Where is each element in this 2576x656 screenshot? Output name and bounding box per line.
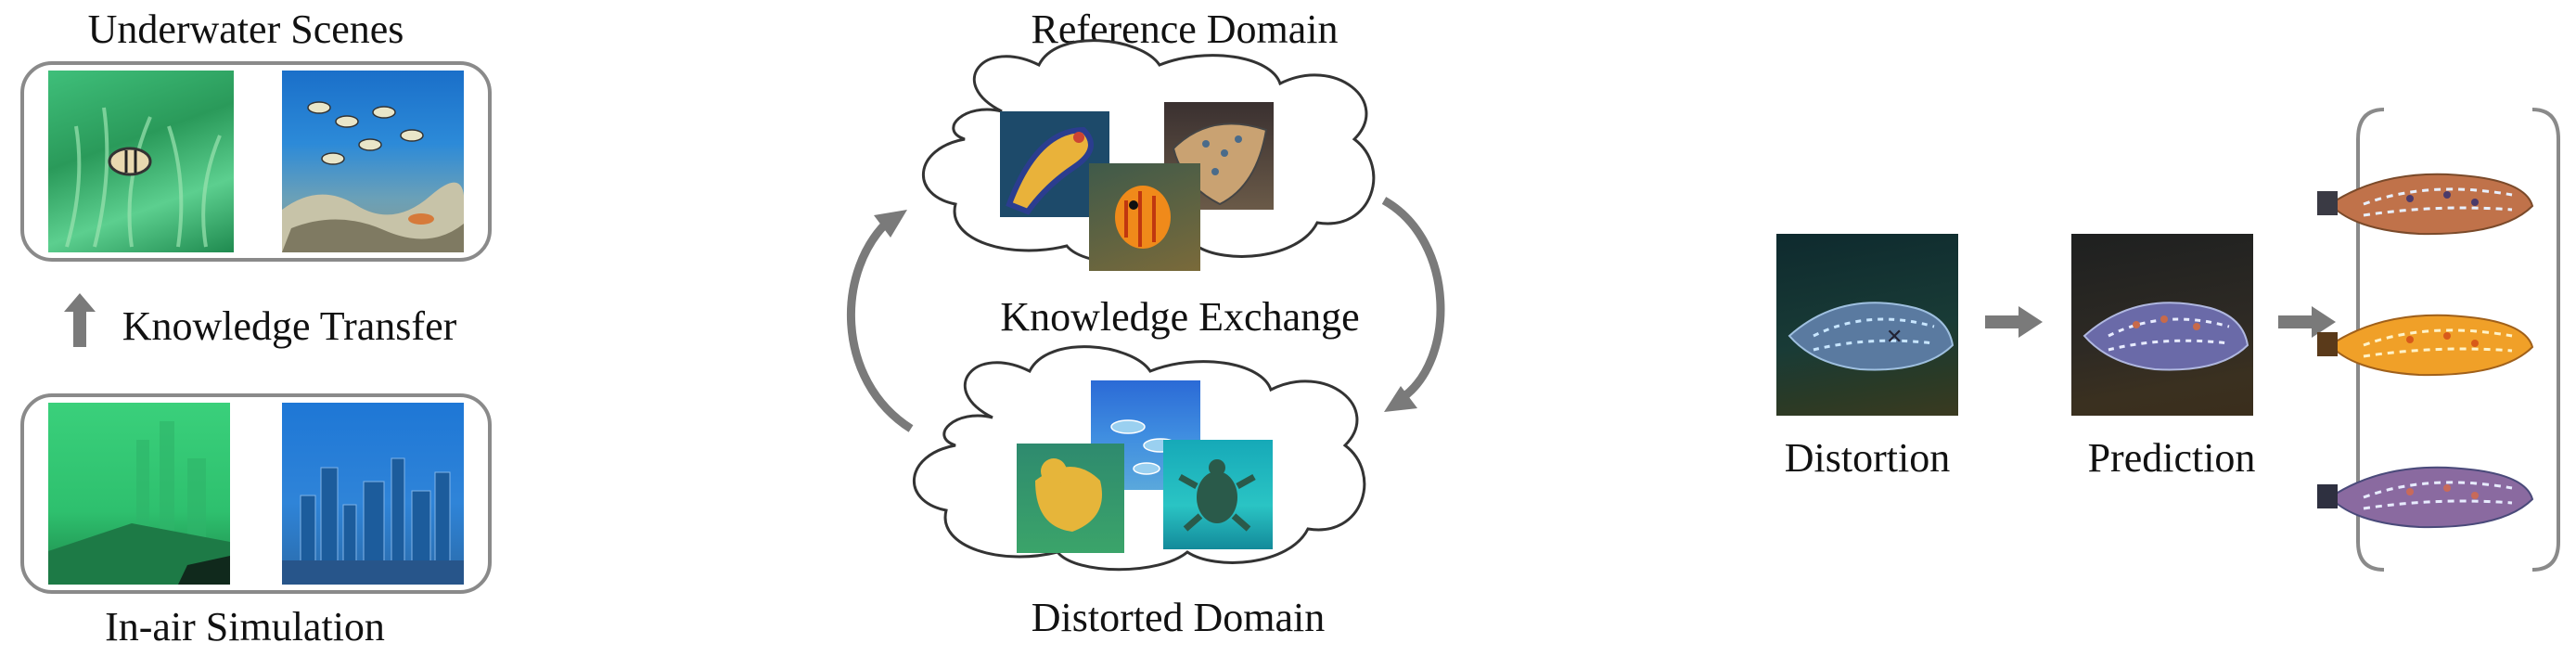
reference-fish-image-3: [1089, 163, 1200, 271]
output-fish-image-1: [2317, 158, 2540, 241]
in-air-image-2: [282, 403, 464, 585]
knowledge-exchange-label: Knowledge Exchange: [1000, 294, 1360, 340]
arrow-distortion-to-prediction: [1985, 306, 2043, 338]
underwater-scenes-title: Underwater Scenes: [87, 6, 404, 52]
in-air-simulation-title: In-air Simulation: [105, 604, 385, 650]
distorted-fish-image-2: [1017, 444, 1124, 553]
cycle-arrow-left: [846, 215, 914, 432]
distorted-fish-image-3: [1163, 440, 1273, 549]
distortion-label: Distortion: [1784, 435, 1951, 481]
knowledge-transfer-label: Knowledge Transfer: [122, 303, 457, 349]
cycle-arrow-right: [1381, 197, 1445, 403]
underwater-image-2: [282, 71, 464, 252]
underwater-image-1: [48, 71, 234, 252]
prediction-label: Prediction: [2087, 435, 2256, 481]
in-air-simulation-panel: [20, 393, 492, 594]
output-fish-image-2: [2317, 299, 2540, 382]
prediction-fish-image: [2071, 234, 2253, 416]
output-fish-image-3: [2317, 451, 2540, 534]
distortion-fish-image: ✕: [1776, 234, 1958, 416]
distorted-domain-title: Distorted Domain: [1031, 595, 1326, 640]
underwater-scenes-panel: [20, 61, 492, 262]
reference-domain-title: Reference Domain: [1031, 6, 1339, 52]
svg-text:✕: ✕: [1886, 326, 1903, 349]
in-air-image-1: [48, 403, 230, 585]
